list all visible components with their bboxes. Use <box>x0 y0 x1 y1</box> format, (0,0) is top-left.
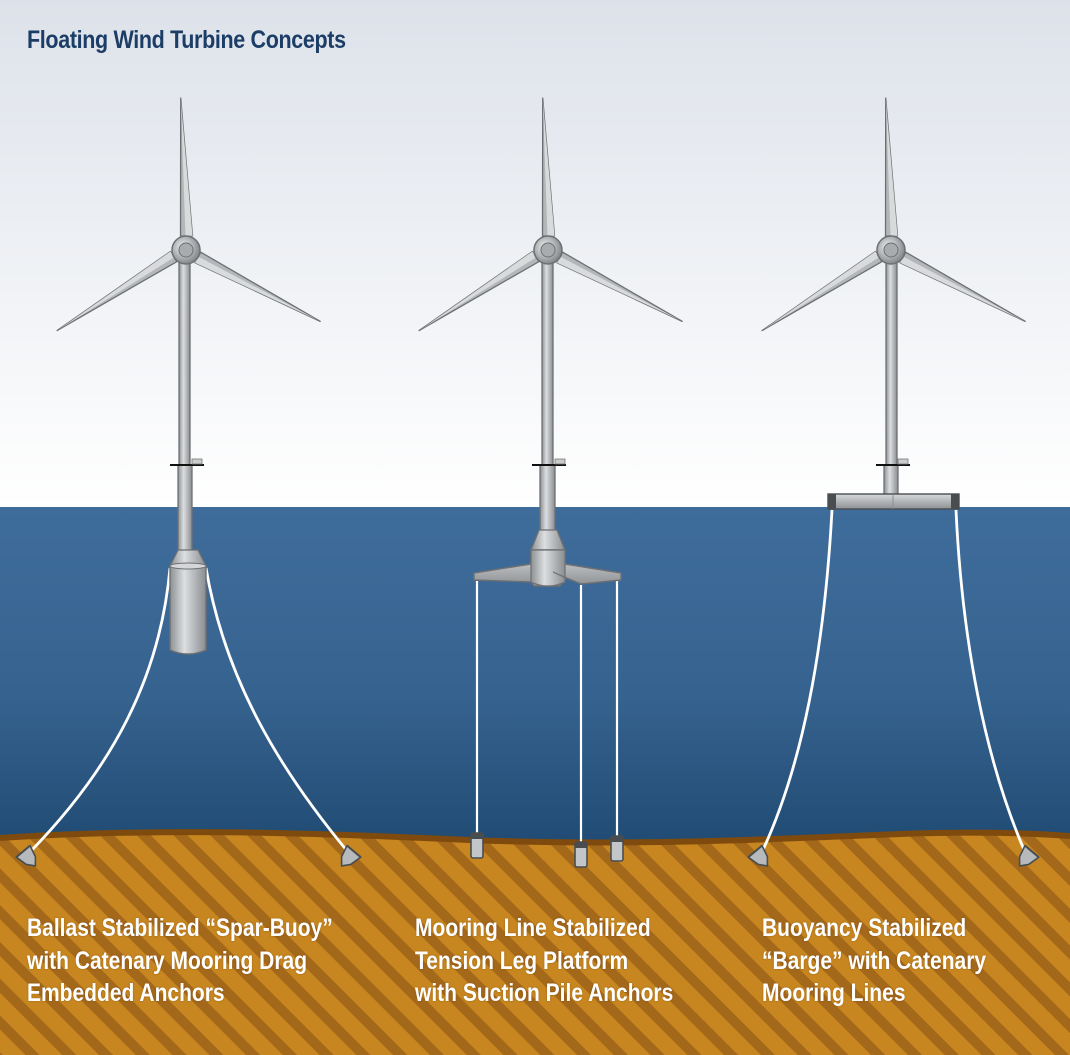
seabed <box>0 832 1070 1055</box>
suction-pile-anchor-icon <box>574 841 588 868</box>
caption-tension-leg-platform: Mooring Line Stabilized Tension Leg Plat… <box>415 912 673 1010</box>
caption-line: Embedded Anchors <box>27 979 225 1007</box>
mooring-line <box>28 567 172 853</box>
caption-line: with Catenary Mooring Drag <box>27 946 308 975</box>
tension-leg-platform-turbine <box>415 98 684 868</box>
caption-barge: Buoyancy Stabilized “Barge” with Catenar… <box>762 912 986 1010</box>
suction-pile-anchor-icon <box>470 832 484 859</box>
caption-line: with Suction Pile Anchors <box>415 979 674 1007</box>
caption-line: Mooring Line Stabilized <box>415 914 651 942</box>
caption-line: Mooring Lines <box>762 979 906 1007</box>
caption-line: Tension Leg Platform <box>415 946 629 975</box>
mooring-line <box>760 509 834 853</box>
suction-pile-anchor-icon <box>610 835 624 862</box>
caption-spar-buoy: Ballast Stabilized “Spar-Buoy” with Cate… <box>27 912 333 1010</box>
barge-turbine <box>747 98 1040 873</box>
caption-line: Ballast Stabilized “Spar-Buoy” <box>27 914 333 942</box>
seabed-edge <box>0 829 1070 846</box>
caption-line: Buoyancy Stabilized <box>762 914 967 942</box>
page-title: Floating Wind Turbine Concepts <box>27 26 346 54</box>
spar-buoy-turbine <box>15 98 362 873</box>
mooring-line <box>204 567 350 853</box>
mooring-line <box>954 509 1027 853</box>
caption-line: “Barge” with Catenary <box>762 946 987 975</box>
